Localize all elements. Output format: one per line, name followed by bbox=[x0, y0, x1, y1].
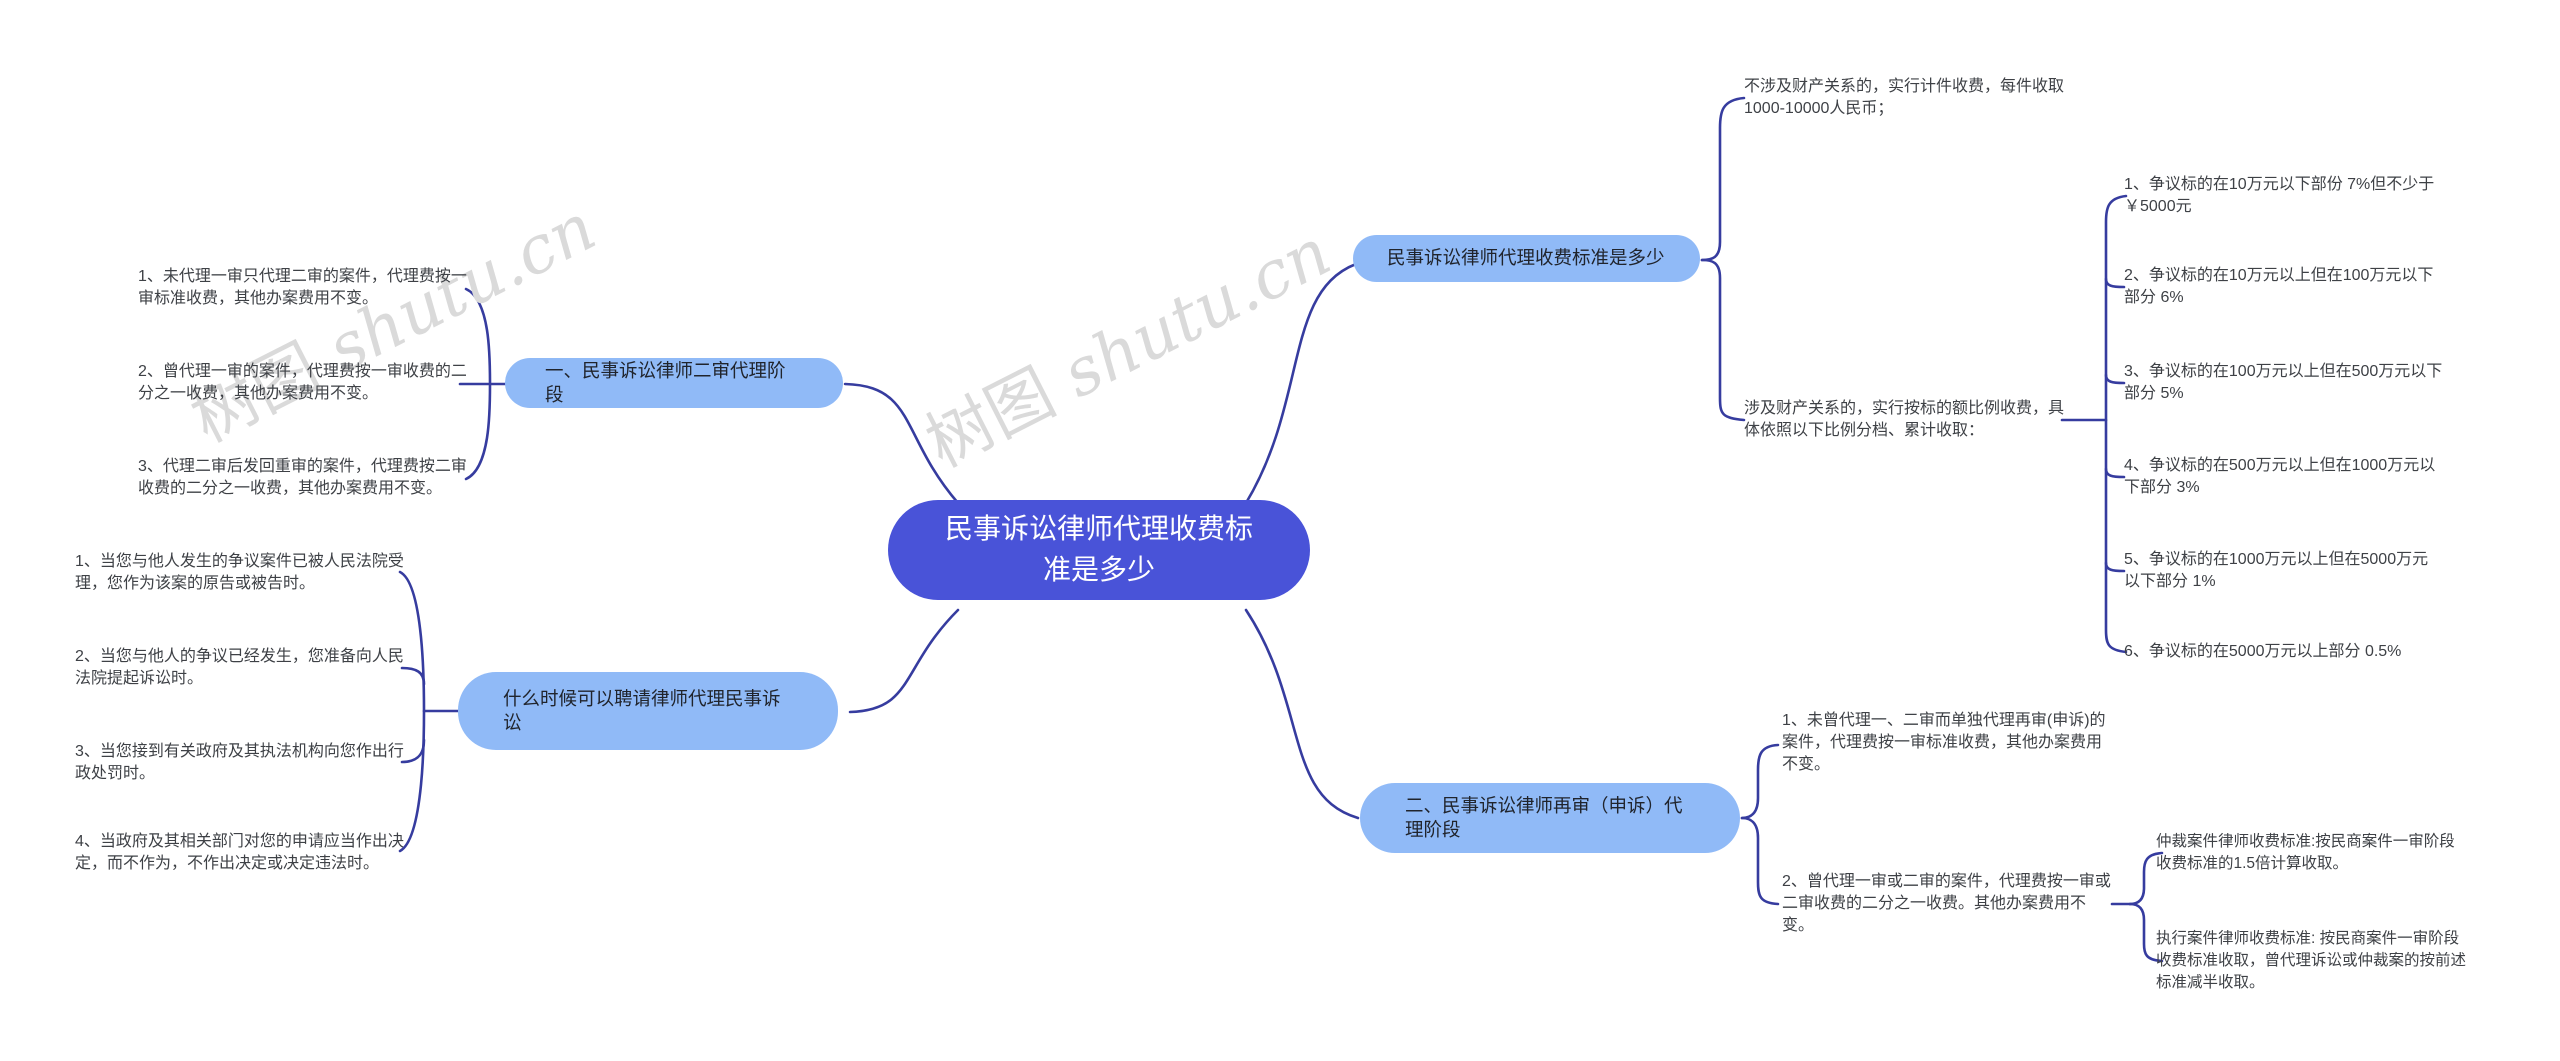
root-node[interactable]: 民事诉讼律师代理收费标准是多少 bbox=[888, 500, 1310, 600]
leaf-left-bottom-2[interactable]: 2、当您与他人的争议已经发生，您准备向人民法院提起诉讼时。 bbox=[75, 648, 404, 687]
leaf-right-bottom-2[interactable]: 2、曾代理一审或二审的案件，代理费按一审或二审收费的二分之一收费。其他办案费用不… bbox=[1782, 873, 2111, 934]
leaf-tier-4[interactable]: 4、争议标的在500万元以上但在1000万元以下部分 3% bbox=[2124, 457, 2436, 496]
branch-node-second-instance-stage[interactable]: 一、民事诉讼律师二审代理阶段 bbox=[505, 358, 843, 408]
connector-right-top-upper bbox=[1700, 96, 1746, 262]
connector-root-to-right-bottom bbox=[1244, 608, 1360, 820]
branch-node-when-to-hire-lawyer[interactable]: 什么时候可以聘请律师代理民事诉讼 bbox=[458, 672, 838, 750]
connector-tier-hook-3 bbox=[2104, 373, 2126, 385]
leaf-right-bottom-1[interactable]: 1、未曾代理一、二审而单独代理再审(申诉)的案件，代理费按一审标准收费，其他办案… bbox=[1782, 712, 2106, 773]
leaf-tier-6[interactable]: 6、争议标的在5000万元以上部分 0.5% bbox=[2124, 643, 2402, 660]
connector-right-bottom-upper bbox=[1740, 743, 1780, 820]
leaf-fee-property[interactable]: 涉及财产关系的，实行按标的额比例收费，具体依照以下比例分档、累计收取： bbox=[1744, 400, 2065, 439]
leaf-tier-3[interactable]: 3、争议标的在100万元以上但在500万元以下部分 5% bbox=[2124, 363, 2443, 402]
leaf-left-top-2[interactable]: 2、曾代理一审的案件，代理费按一审收费的二分之一收费，其他办案费用不变。 bbox=[138, 363, 467, 402]
leaf-tier-2[interactable]: 2、争议标的在10万元以上但在100万元以下部分 6% bbox=[2124, 267, 2434, 306]
leaf-tier-5[interactable]: 5、争议标的在1000万元以上但在5000万元以下部分 1% bbox=[2124, 551, 2429, 590]
connector-tiers-spine bbox=[2104, 194, 2128, 654]
connector-tier-hook-4 bbox=[2104, 467, 2126, 479]
connector-left-bottom-hook-2 bbox=[400, 666, 426, 686]
connector-left-bottom-brace bbox=[398, 570, 426, 853]
leaf-fee-non-property[interactable]: 不涉及财产关系的，实行计件收费，每件收取1000-10000人民币； bbox=[1744, 78, 2065, 117]
branch-node-fee-standard[interactable]: 民事诉讼律师代理收费标准是多少 bbox=[1353, 235, 1700, 282]
watermark-latin-text: shutu.cn bbox=[1031, 213, 1343, 423]
watermark-2: 树图 shutu.cn bbox=[907, 200, 1344, 486]
connector-right-bottom-lower bbox=[1740, 816, 1780, 906]
leaf-left-bottom-1[interactable]: 1、当您与他人发生的争议案件已被人民法院受理，您作为该案的原告或被告时。 bbox=[75, 553, 404, 592]
connector-tier-hook-2 bbox=[2104, 277, 2126, 289]
leaf-left-bottom-4[interactable]: 4、当政府及其相关部门对您的申请应当作出决定，而不作为，不作出决定或决定违法时。 bbox=[75, 833, 404, 872]
leaf-left-top-3[interactable]: 3、代理二审后发回重审的案件，代理费按二审收费的二分之一收费，其他办案费用不变。 bbox=[138, 458, 467, 497]
leaf-left-top-1[interactable]: 1、未代理一审只代理二审的案件，代理费按一审标准收费，其他办案费用不变。 bbox=[138, 268, 467, 307]
leaf-tier-1[interactable]: 1、争议标的在10万元以下部份 7%但不少于￥5000元 bbox=[2124, 176, 2435, 215]
leaf-left-bottom-3[interactable]: 3、当您接到有关政府及其执法机构向您作出行政处罚时。 bbox=[75, 743, 404, 782]
connector-root-to-left-bottom bbox=[848, 608, 960, 714]
watermark-1: 树图 shutu.cn bbox=[172, 175, 609, 461]
branch-node-retrial-stage[interactable]: 二、民事诉讼律师再审（申诉）代理阶段 bbox=[1360, 783, 1740, 853]
connector-tier-hook-5 bbox=[2104, 561, 2126, 573]
leaf-sub-arbitration-fee[interactable]: 仲裁案件律师收费标准:按民商案件一审阶段收费标准的1.5倍计算收取。 bbox=[2156, 833, 2455, 872]
leaf-sub-execution-fee[interactable]: 执行案件律师收费标准: 按民商案件一审阶段收费标准收取，曾代理诉讼或仲裁案的按前… bbox=[2156, 930, 2467, 991]
connector-left-bottom-hook-3 bbox=[400, 738, 426, 764]
connector-right-top-lower bbox=[1700, 258, 1746, 422]
